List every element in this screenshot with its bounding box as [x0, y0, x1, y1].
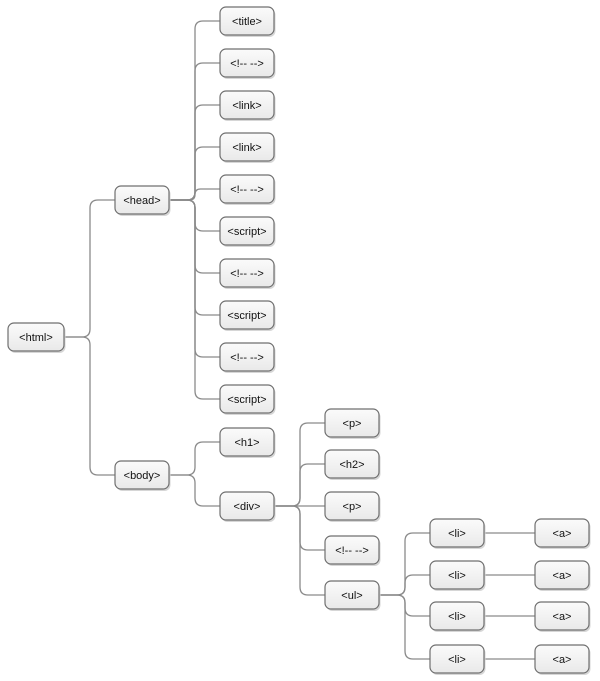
node-comment-comment-1: <!-- -->: [219, 48, 276, 79]
node-box: [534, 644, 590, 674]
node-li-li-2: <li>: [429, 560, 486, 591]
tree-edges: [64, 20, 535, 660]
node-label: <a>: [553, 528, 572, 540]
node-label: <ul>: [341, 590, 362, 602]
node-a-a-4: <a>: [534, 644, 591, 675]
node-box: [219, 6, 275, 36]
edge-body-to-div: [169, 474, 220, 507]
node-label: <!-- -->: [230, 58, 264, 70]
node-box: [429, 518, 485, 548]
node-box: [219, 174, 275, 204]
node-h2-h2: <h2>: [324, 449, 381, 480]
node-p-p-1: <p>: [324, 408, 381, 439]
node-label: <!-- -->: [230, 184, 264, 196]
edge-div-to-ul: [274, 505, 325, 596]
node-box: [324, 580, 380, 610]
node-comment-comment-4: <!-- -->: [219, 342, 276, 373]
node-a-a-3: <a>: [534, 601, 591, 632]
node-link-link-1: <link>: [219, 90, 276, 121]
node-box: [219, 427, 275, 457]
node-body-body: <body>: [114, 460, 171, 491]
node-box: [534, 560, 590, 590]
edge-html-to-head: [64, 199, 115, 338]
node-label: <script>: [227, 394, 266, 406]
node-label: <p>: [343, 501, 362, 513]
node-label: <a>: [553, 654, 572, 666]
node-box: [324, 491, 380, 521]
node-box: [219, 132, 275, 162]
node-label: <!-- -->: [230, 352, 264, 364]
edge-ul-to-li-2: [379, 574, 430, 596]
node-label: <link>: [232, 100, 261, 112]
node-label: <title>: [232, 16, 262, 28]
tree-nodes: <html> <head> <title> <!-- --> <link> <link> <…: [7, 6, 591, 675]
node-box: [429, 560, 485, 590]
node-box: [324, 408, 380, 438]
node-label: <!-- -->: [230, 268, 264, 280]
node-label: <a>: [553, 570, 572, 582]
node-box: [219, 342, 275, 372]
node-label: <li>: [448, 528, 466, 540]
node-box: [114, 460, 170, 490]
node-box: [429, 601, 485, 631]
node-li-li-3: <li>: [429, 601, 486, 632]
node-box: [219, 258, 275, 288]
node-box: [219, 90, 275, 120]
node-label: <!-- -->: [335, 545, 369, 557]
node-p-p-2: <p>: [324, 491, 381, 522]
edge-div-to-h2: [274, 463, 325, 507]
node-div-div: <div>: [219, 491, 276, 522]
node-label: <script>: [227, 226, 266, 238]
node-label: <h1>: [234, 437, 259, 449]
node-label: <div>: [234, 501, 261, 513]
node-label: <body>: [124, 470, 161, 482]
node-label: <link>: [232, 142, 261, 154]
node-box: [219, 491, 275, 521]
node-box: [324, 535, 380, 565]
node-comment-comment-3: <!-- -->: [219, 258, 276, 289]
node-li-li-4: <li>: [429, 644, 486, 675]
node-box: [324, 449, 380, 479]
node-script-script-2: <script>: [219, 300, 276, 331]
edge-ul-to-li-4: [379, 594, 430, 660]
node-script-script-1: <script>: [219, 216, 276, 247]
node-box: [219, 384, 275, 414]
node-a-a-1: <a>: [534, 518, 591, 549]
node-link-link-2: <link>: [219, 132, 276, 163]
node-box: [219, 216, 275, 246]
node-box: [114, 185, 170, 215]
node-box: [7, 322, 65, 352]
node-label: <li>: [448, 654, 466, 666]
node-a-a-2: <a>: [534, 560, 591, 591]
node-title-title: <title>: [219, 6, 276, 37]
edge-body-to-h1: [169, 441, 220, 476]
node-head-head: <head>: [114, 185, 171, 216]
node-box: [534, 601, 590, 631]
node-label: <a>: [553, 611, 572, 623]
edge-head-to-link-2: [169, 146, 220, 201]
node-label: <script>: [227, 310, 266, 322]
node-h1-h1: <h1>: [219, 427, 276, 458]
node-ul-ul: <ul>: [324, 580, 381, 611]
edge-head-to-comment-2: [169, 188, 220, 201]
node-li-li-1: <li>: [429, 518, 486, 549]
node-comment-comment-5: <!-- -->: [324, 535, 381, 566]
node-box: [219, 48, 275, 78]
node-box: [534, 518, 590, 548]
node-script-script-3: <script>: [219, 384, 276, 415]
edge-html-to-body: [64, 336, 115, 476]
node-label: <li>: [448, 611, 466, 623]
node-label: <html>: [19, 332, 53, 344]
node-label: <li>: [448, 570, 466, 582]
edge-head-to-script-3: [169, 199, 220, 400]
node-box: [429, 644, 485, 674]
node-html-html: <html>: [7, 322, 66, 353]
node-box: [219, 300, 275, 330]
node-label: <h2>: [339, 459, 364, 471]
node-label: <p>: [343, 418, 362, 430]
node-comment-comment-2: <!-- -->: [219, 174, 276, 205]
node-label: <head>: [123, 195, 160, 207]
